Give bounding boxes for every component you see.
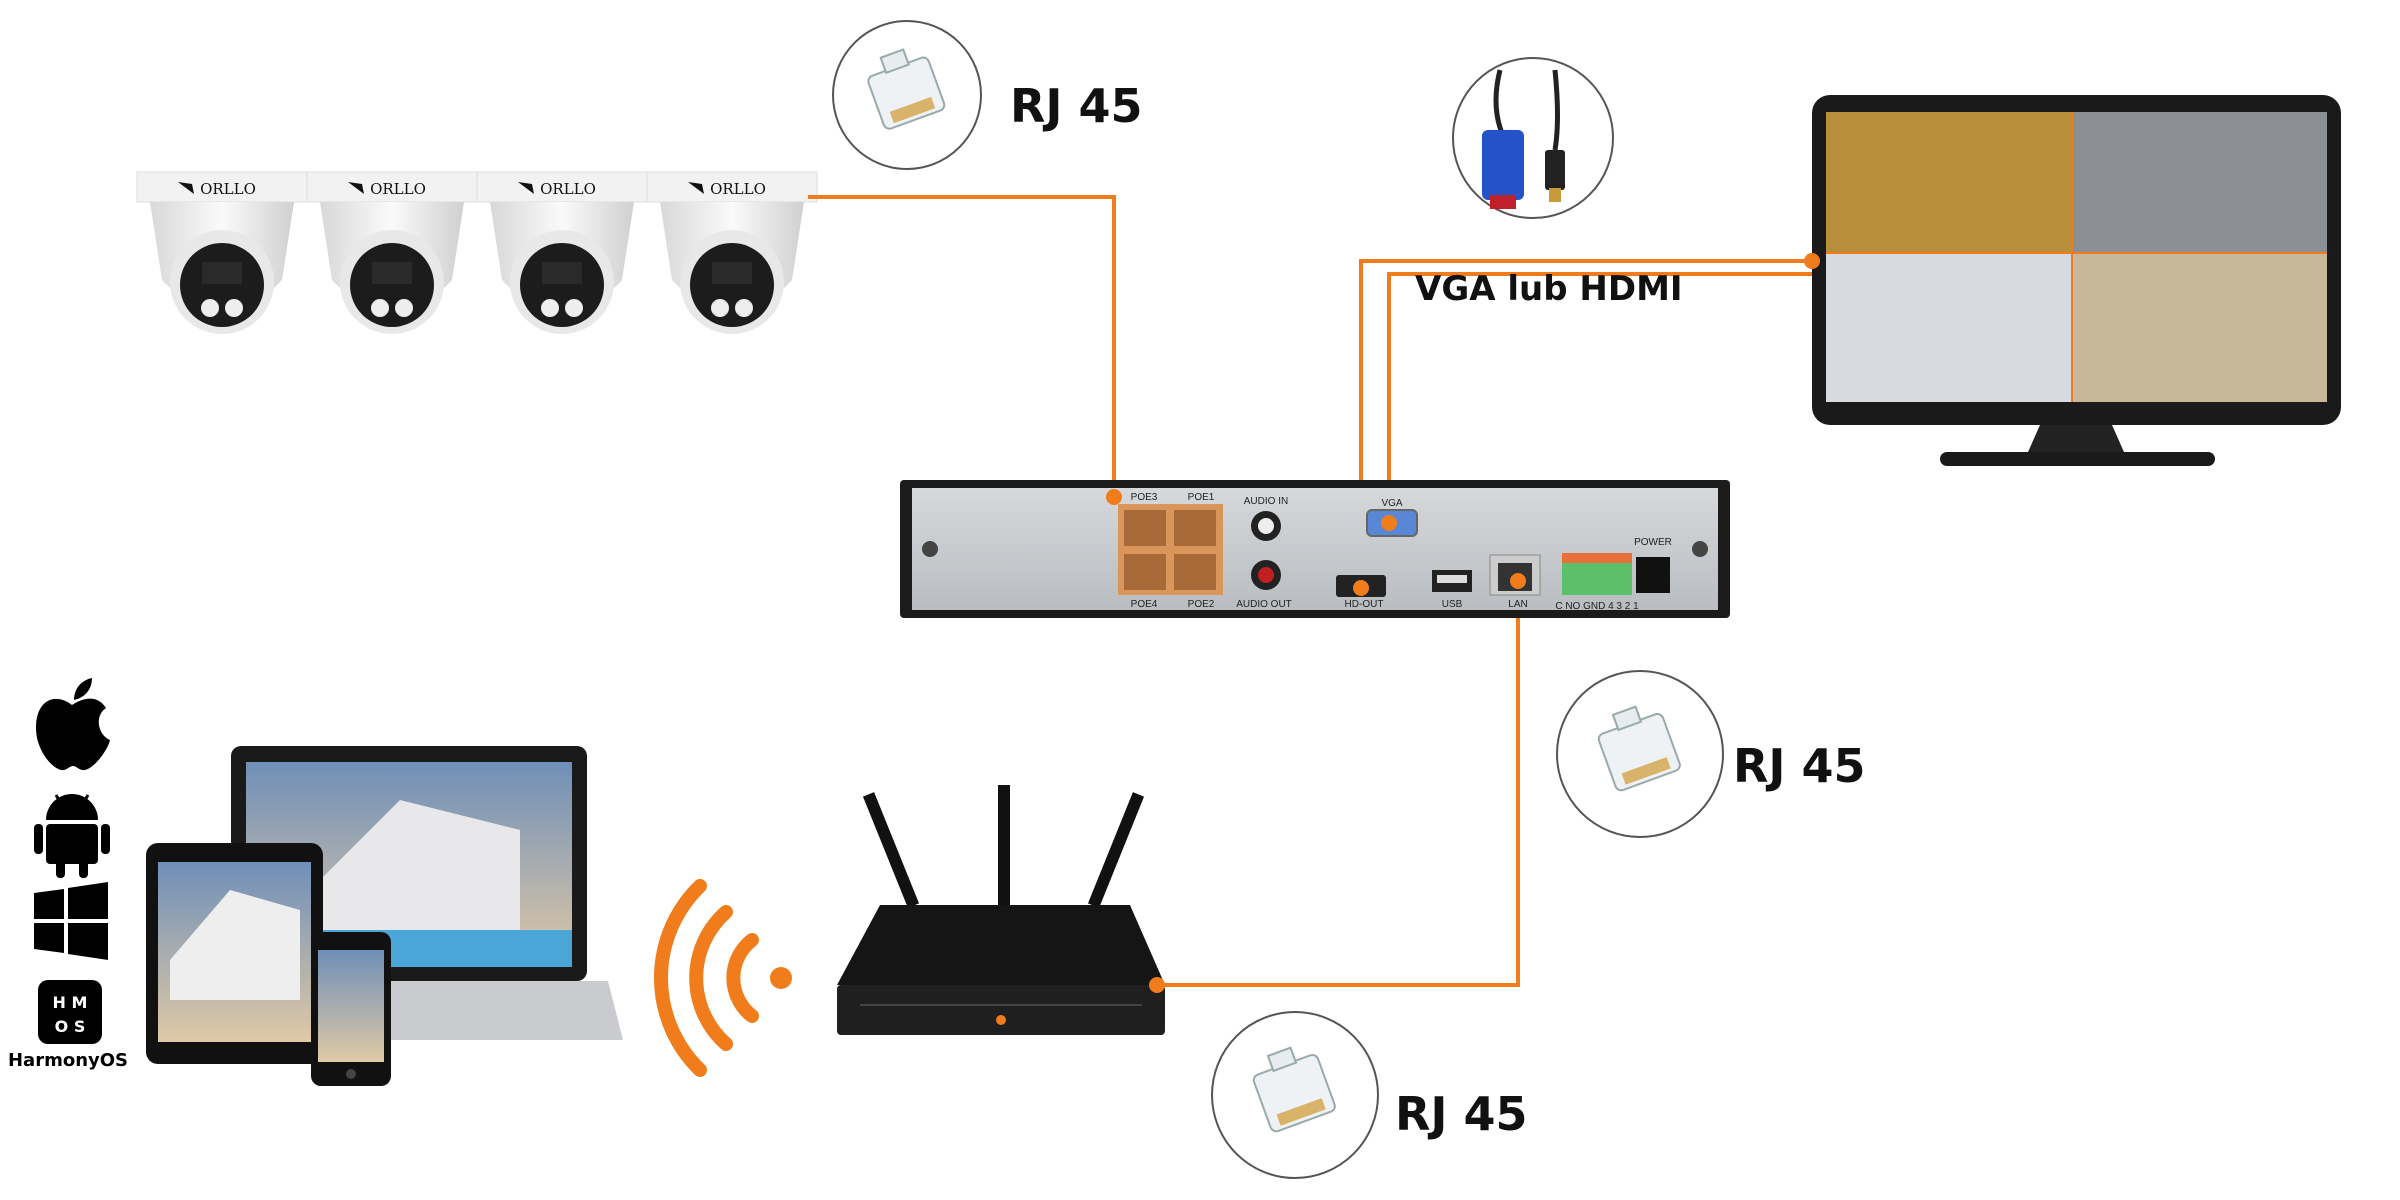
camera-brand-logo: ORLLO — [540, 180, 596, 198]
port-label-alarm: C NO GND 4 3 2 1 — [1555, 601, 1639, 612]
rj45-plug-icon — [1597, 705, 1681, 792]
camera-brand-logo: ORLLO — [710, 180, 766, 198]
rj45-connector-right — [1556, 670, 1724, 838]
vga-hdmi-cable-icon — [1452, 57, 1614, 219]
port-label-hd-out: HD-OUT — [1345, 599, 1384, 610]
port-label-poe3: POE3 — [1131, 492, 1158, 503]
camera-brand-logo: ORLLO — [370, 180, 426, 198]
monitor — [1804, 95, 2341, 466]
rj45-label-bottom: RJ 45 — [1395, 1087, 1528, 1141]
monitor-feed-construction — [1826, 112, 2071, 252]
port-label-audio-out: AUDIO OUT — [1236, 599, 1292, 610]
rj45-plug-icon — [1252, 1046, 1336, 1133]
android-icon — [34, 794, 110, 878]
harmonyos-logo-letters-bottom: O S — [55, 1017, 86, 1036]
rj45-connector-bottom — [1211, 1011, 1379, 1179]
monitor-feed-office — [1826, 254, 2071, 402]
camera-lens — [180, 243, 264, 327]
cable-monitor-to-vga — [1387, 272, 1812, 523]
dome-camera: ORLLO — [646, 171, 818, 334]
dome-camera: ORLLO — [136, 171, 308, 334]
port-label-power: POWER — [1634, 537, 1672, 548]
port-label-lan: LAN — [1508, 599, 1527, 610]
camera-group: ORLLO ORLLO ORLLO ORLLO — [136, 171, 818, 334]
port-label-poe4: POE4 — [1131, 599, 1158, 610]
dome-camera: ORLLO — [306, 171, 478, 334]
tablet — [146, 843, 323, 1064]
rj45-connector-top — [832, 20, 982, 170]
camera-brand-logo: ORLLO — [200, 180, 256, 198]
cable-monitor-to-hdmi — [1359, 259, 1812, 588]
windows-icon — [34, 882, 108, 960]
apple-icon — [36, 678, 110, 771]
harmonyos-label: HarmonyOS — [8, 1050, 128, 1071]
camera-lens — [520, 243, 604, 327]
os-icons: H M O S HarmonyOS — [8, 678, 128, 1071]
smartphone — [311, 932, 391, 1086]
camera-lens — [350, 243, 434, 327]
rj45-plug-icon — [867, 48, 946, 130]
router — [837, 785, 1165, 1035]
monitor-feed-warehouse — [2073, 112, 2327, 252]
rj45-label-right: RJ 45 — [1733, 739, 1866, 793]
cables — [808, 195, 1812, 987]
video-output-label: VGA lub HDMI — [1415, 269, 1683, 309]
client-devices — [146, 746, 623, 1086]
rj45-label-top: RJ 45 — [1010, 79, 1143, 133]
camera-lens — [690, 243, 774, 327]
power-jack — [1636, 557, 1670, 593]
monitor-feed-house — [2073, 254, 2327, 402]
harmonyos-icon: H M O S — [38, 980, 102, 1044]
cable-camera-to-poe — [808, 195, 1116, 497]
cable-lan-to-router — [1157, 581, 1520, 987]
port-label-poe1: POE1 — [1188, 492, 1215, 503]
port-label-vga: VGA — [1381, 498, 1402, 509]
harmonyos-logo-letters-top: H M — [53, 993, 88, 1012]
port-label-poe2: POE2 — [1188, 599, 1215, 610]
router-power-led — [996, 1015, 1006, 1025]
wifi-icon — [653, 879, 792, 1077]
nvr-recorder: POE3 POE1 POE4 POE2 AUDIO IN AUDIO OUT V… — [900, 480, 1730, 618]
port-label-usb: USB — [1442, 599, 1463, 610]
port-label-audio-in: AUDIO IN — [1244, 496, 1288, 507]
dome-camera: ORLLO — [476, 171, 648, 334]
